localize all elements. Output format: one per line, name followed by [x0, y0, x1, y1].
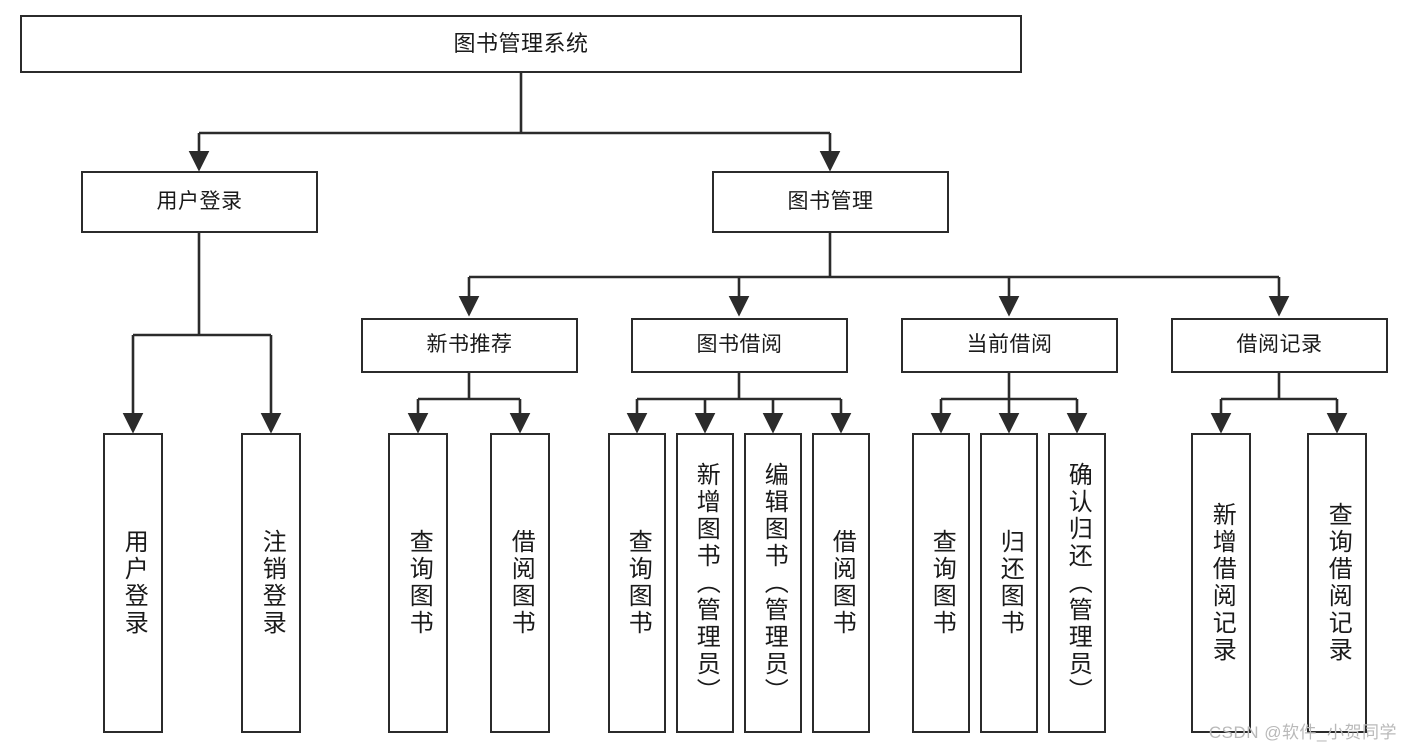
leaf-book-borrow-borrow-book[interactable]: 借阅图书: [812, 433, 870, 733]
node-book-management[interactable]: 图书管理: [712, 171, 949, 233]
node-book-borrow[interactable]: 图书借阅: [631, 318, 848, 373]
node-new-book-recommend[interactable]: 新书推荐: [361, 318, 578, 373]
node-current-borrow-label: 当前借阅: [966, 333, 1053, 357]
node-root-book-management-system[interactable]: 图书管理系统: [20, 15, 1022, 73]
leaf-borrow-record-query-record[interactable]: 查询借阅记录: [1307, 433, 1367, 733]
node-user-login[interactable]: 用户登录: [81, 171, 318, 233]
leaf-borrow-record-add-record[interactable]: 新增借阅记录: [1191, 433, 1251, 733]
leaf-label: 查询图书: [928, 529, 956, 637]
leaf-user-login-login[interactable]: 用户登录: [103, 433, 163, 733]
leaf-new-book-query-book[interactable]: 查询图书: [388, 433, 448, 733]
csdn-watermark: CSDN @软件_小贺同学: [1208, 723, 1397, 742]
node-user-login-label: 用户登录: [156, 189, 243, 213]
leaf-label: 用户登录: [120, 529, 148, 637]
leaf-book-borrow-query-book[interactable]: 查询图书: [608, 433, 666, 733]
leaf-label: 归还图书: [996, 529, 1024, 637]
leaf-label: 注销登录: [258, 529, 286, 637]
leaf-label: 编辑图书（管理员）: [760, 461, 788, 705]
leaf-book-borrow-add-book-admin[interactable]: 新增图书（管理员）: [676, 433, 734, 733]
node-borrow-record-label: 借阅记录: [1236, 333, 1323, 357]
leaf-current-borrow-confirm-return-admin[interactable]: 确认归还（管理员）: [1048, 433, 1106, 733]
leaf-current-borrow-query-book[interactable]: 查询图书: [912, 433, 970, 733]
leaf-label: 确认归还（管理员）: [1064, 461, 1092, 705]
leaf-label: 新增图书（管理员）: [692, 461, 720, 705]
leaf-label: 新增借阅记录: [1208, 502, 1236, 664]
node-current-borrow[interactable]: 当前借阅: [901, 318, 1118, 373]
leaf-label: 借阅图书: [828, 529, 856, 637]
node-book-borrow-label: 图书借阅: [696, 333, 783, 357]
leaf-user-login-logout[interactable]: 注销登录: [241, 433, 301, 733]
leaf-book-borrow-edit-book-admin[interactable]: 编辑图书（管理员）: [744, 433, 802, 733]
node-new-book-recommend-label: 新书推荐: [426, 333, 513, 357]
node-borrow-record[interactable]: 借阅记录: [1171, 318, 1388, 373]
leaf-label: 查询借阅记录: [1324, 502, 1352, 664]
leaf-label: 借阅图书: [507, 529, 535, 637]
leaf-label: 查询图书: [624, 529, 652, 637]
leaf-current-borrow-return-book[interactable]: 归还图书: [980, 433, 1038, 733]
node-root-label: 图书管理系统: [453, 31, 589, 57]
leaf-new-book-borrow-book[interactable]: 借阅图书: [490, 433, 550, 733]
leaf-label: 查询图书: [405, 529, 433, 637]
node-book-management-label: 图书管理: [787, 189, 874, 213]
